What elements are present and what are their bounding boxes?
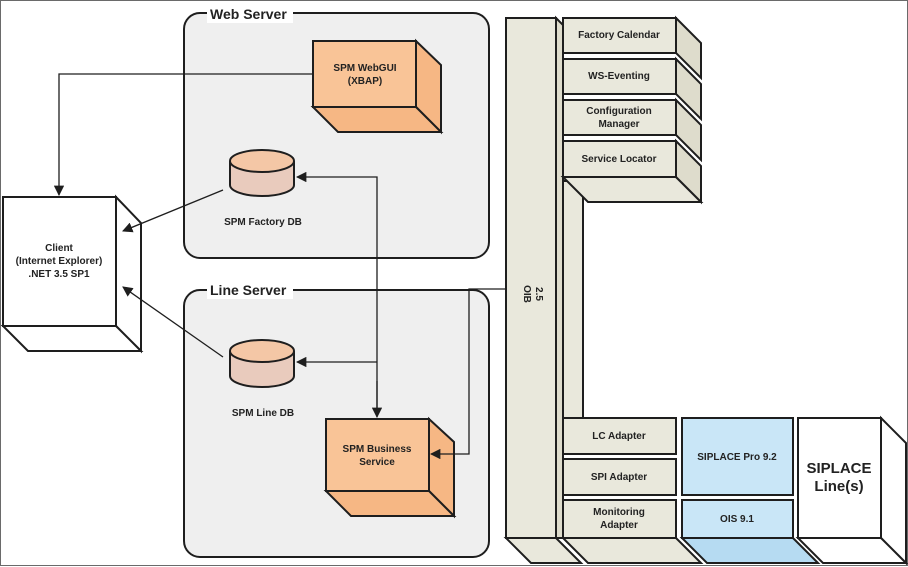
module-configuration-manager: Configuration Manager: [562, 97, 702, 163]
top-module-stack: Factory Calendar WS-Eventing Configurati…: [560, 15, 704, 205]
arrow-webgui-to-client: [53, 73, 313, 197]
module-label: Manager: [598, 119, 639, 130]
line-server-title: Line Server: [210, 282, 287, 298]
module-label: Service Locator: [581, 154, 656, 165]
spm-webgui-component: SPM WebGUI (XBAP): [310, 38, 444, 135]
adapter-lc: LC Adapter: [562, 417, 677, 455]
client-label-2: (Internet Explorer): [16, 256, 103, 267]
web-server-title: Web Server: [210, 6, 287, 22]
spm-business-service-component: SPM Business Service: [323, 416, 457, 519]
webgui-label-1: SPM WebGUI: [333, 63, 396, 74]
oib-label-1: OIB: [521, 285, 532, 303]
module-factory-calendar: Factory Calendar: [562, 15, 702, 81]
adapter-label: SPI Adapter: [591, 472, 647, 483]
adapter-label: Adapter: [600, 520, 638, 531]
module-label: Configuration: [586, 106, 652, 117]
adapter-stack: LC Adapter SPI Adapter Monitoring Adapte…: [560, 417, 704, 564]
line-db-label: SPM Line DB: [232, 408, 294, 419]
adapter-label: LC Adapter: [592, 431, 646, 442]
factory-db-label: SPM Factory DB: [224, 217, 302, 228]
business-service-label-1: SPM Business: [343, 444, 412, 455]
oib-label-2: 2.5: [533, 287, 544, 301]
connectors: [53, 73, 506, 460]
ois-label: OIS 9.1: [720, 514, 754, 525]
client-label-3: .NET 3.5 SP1: [28, 269, 90, 280]
siplace-pro-component: SIPLACE Pro 9.2: [681, 417, 794, 496]
siplace-line-label-1: SIPLACE: [806, 460, 871, 477]
webgui-label-2: (XBAP): [348, 76, 382, 87]
client-label-1: Client: [45, 243, 73, 254]
adapter-spi: SPI Adapter: [562, 458, 677, 496]
oib-bus: OIB 2.5: [503, 15, 584, 564]
module-label: Factory Calendar: [578, 30, 660, 41]
siplace-line-component: SIPLACE Line(s): [795, 415, 908, 566]
spm-factory-db: SPM Factory DB: [224, 149, 302, 228]
spm-line-db: SPM Line DB: [229, 339, 295, 419]
arrow-factorydb-to-client: [122, 189, 224, 233]
arrow-oib-to-business-service: [429, 288, 506, 460]
adapter-label: Monitoring: [593, 507, 645, 518]
arrow-linedb-to-client: [122, 286, 224, 358]
ois-component: OIS 9.1: [681, 499, 794, 539]
arrow-business-to-factorydb: [295, 171, 378, 416]
module-service-locator: Service Locator: [562, 138, 702, 205]
siplace-pro-stack: SIPLACE Pro 9.2 OIS 9.1: [679, 417, 821, 564]
client-box: Client (Internet Explorer) .NET 3.5 SP1: [1, 194, 144, 354]
adapter-monitoring: Monitoring Adapter: [562, 499, 677, 539]
siplace-line-label-2: Line(s): [814, 478, 863, 495]
siplace-pro-label: SIPLACE Pro 9.2: [697, 452, 777, 463]
module-ws-eventing: WS-Eventing: [562, 56, 702, 122]
business-service-label-2: Service: [359, 457, 395, 468]
module-label: WS-Eventing: [588, 71, 650, 82]
